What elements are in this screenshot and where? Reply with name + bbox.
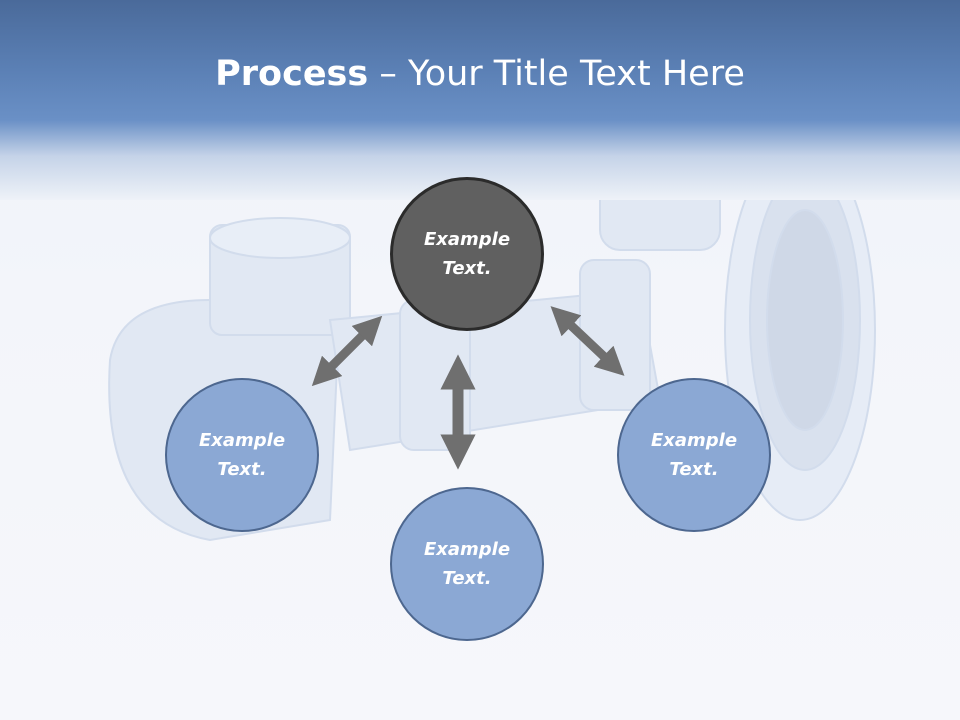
slide-title: Process – Your Title Text Here (0, 52, 960, 96)
arrow-top-right (550, 306, 625, 376)
title-rest-text: – Your Title Text Here (368, 54, 745, 94)
node-right-line1: Example (650, 430, 738, 451)
node-top-line2: Text. (442, 258, 492, 279)
node-top: Example Text. (390, 177, 544, 331)
title-bold-text: Process (215, 54, 369, 94)
node-bottom: Example Text. (390, 487, 544, 641)
node-right-line2: Text. (669, 459, 719, 480)
node-left: Example Text. (165, 378, 319, 532)
node-right: Example Text. (617, 378, 771, 532)
node-bottom-line1: Example (423, 539, 511, 560)
node-left-line2: Text. (217, 459, 267, 480)
node-left-line1: Example (198, 430, 286, 451)
node-top-line1: Example (423, 229, 511, 250)
title-banner: Process – Your Title Text Here (0, 0, 960, 200)
node-bottom-line2: Text. (442, 568, 492, 589)
arrow-top-left (311, 315, 383, 387)
